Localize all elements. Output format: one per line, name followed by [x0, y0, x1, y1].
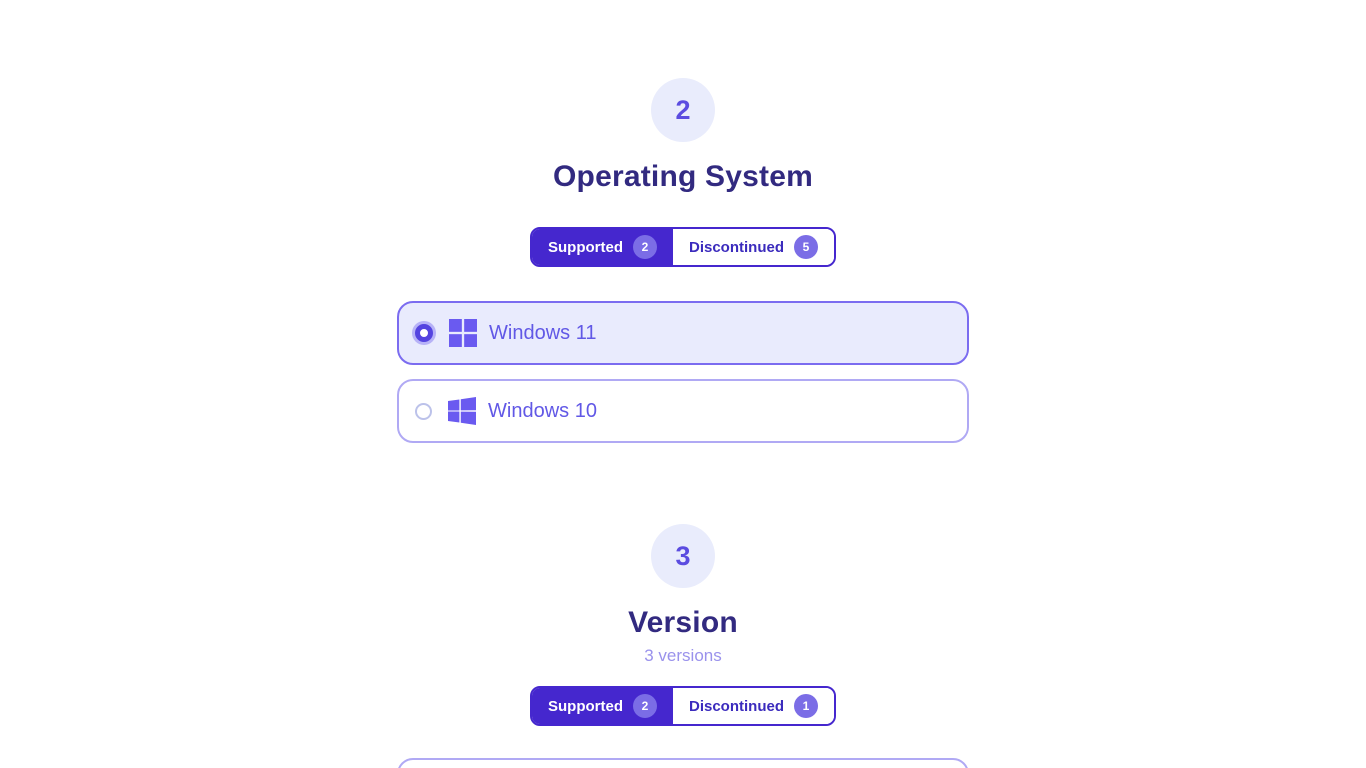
section-title-version: Version: [628, 606, 738, 639]
section-operating-system: 2 Operating System Supported 2 Discontin…: [397, 78, 969, 443]
discontinued-count-badge: 5: [794, 235, 818, 259]
option-label: Windows 11: [489, 321, 597, 344]
option-windows-10[interactable]: Windows 10: [397, 379, 969, 443]
tab-discontinued[interactable]: Discontinued 1: [672, 688, 834, 724]
tab-supported[interactable]: Supported 2: [531, 688, 673, 724]
version-count-subtitle: 3 versions: [644, 646, 722, 665]
tab-discontinued-label: Discontinued: [688, 238, 784, 256]
option-windows-11[interactable]: Windows 11: [397, 301, 969, 365]
os-support-filter-toggle: Supported 2 Discontinued 5: [529, 227, 836, 267]
windows-11-icon: [449, 319, 477, 347]
tab-supported-label: Supported: [547, 238, 623, 256]
os-options-list: Windows 11 Windows 10: [397, 301, 969, 443]
radio-windows-10[interactable]: [415, 402, 432, 420]
step-indicator-3: 3: [651, 524, 715, 588]
windows-10-icon: [448, 397, 476, 425]
discontinued-count-badge: 1: [794, 694, 818, 718]
tab-supported-label: Supported: [547, 697, 623, 715]
tab-supported[interactable]: Supported 2: [531, 229, 673, 265]
option-row-partial[interactable]: [397, 758, 969, 768]
supported-count-badge: 2: [632, 235, 657, 259]
section-title-operating-system: Operating System: [553, 160, 813, 193]
option-label: Windows 10: [488, 399, 597, 422]
radio-windows-11[interactable]: [415, 324, 433, 342]
section-version: 3 Version 3 versions Supported 2 Discont…: [397, 524, 969, 768]
tab-discontinued-label: Discontinued: [688, 697, 784, 715]
step-number: 2: [675, 94, 691, 125]
step-number: 3: [675, 540, 691, 571]
supported-count-badge: 2: [632, 694, 657, 718]
version-support-filter-toggle: Supported 2 Discontinued 1: [529, 686, 836, 726]
step-indicator-2: 2: [651, 78, 715, 142]
tab-discontinued[interactable]: Discontinued 5: [672, 229, 834, 265]
